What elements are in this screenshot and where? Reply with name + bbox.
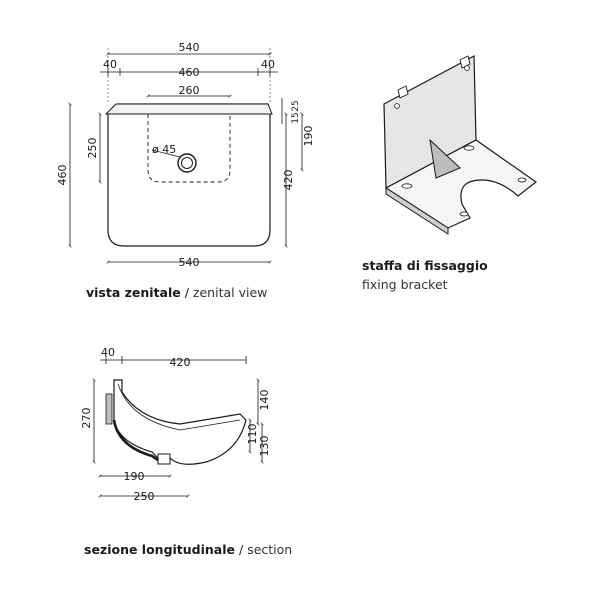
dim-tap-zone: 260 — [179, 84, 200, 97]
dim-section-left-height: 270 — [80, 408, 93, 429]
dim-right-height: 420 — [282, 170, 295, 191]
caption-bracket-it: staffa di fissaggio — [362, 258, 488, 273]
dim-section-top-left: 40 — [101, 346, 115, 359]
section-wall-bracket — [105, 393, 113, 425]
bracket-slot-3 — [517, 177, 527, 183]
dim-left-inner: 250 — [86, 138, 99, 159]
section-drain — [157, 453, 171, 465]
drain-leader — [151, 149, 181, 158]
bracket-tab-mid — [397, 85, 409, 99]
bracket-slot-2 — [463, 145, 475, 151]
caption-section: sezione longitudinale / section — [84, 542, 292, 557]
bracket-hole-2 — [464, 65, 470, 71]
drain-diameter-label: ø 45 — [152, 143, 176, 156]
caption-zenital-it: vista zenitale — [86, 285, 181, 300]
bracket-hole-1 — [394, 103, 400, 109]
basin-section-inner — [117, 383, 241, 431]
caption-bracket-en: fixing bracket — [362, 277, 448, 292]
dim-left-height: 460 — [56, 165, 69, 186]
dim-overall-width: 540 — [179, 41, 200, 54]
bracket-slot-4 — [459, 211, 469, 217]
zenital-view: ø 45 540 40 460 40 260 540 460 250 25 15 — [56, 41, 315, 269]
bracket-front-edge — [385, 187, 449, 235]
dim-section-bottom-a: 190 — [124, 470, 145, 483]
caption-bracket-it-line: staffa di fissaggio — [362, 258, 488, 273]
dim-right-top-a: 25 — [291, 100, 301, 111]
caption-zenital-view: vista zenitale / zenital view — [86, 285, 267, 300]
basin-section-thickness — [112, 419, 159, 462]
bracket-base-plate — [384, 139, 538, 229]
dim-section-right-b: 130 — [258, 436, 271, 457]
caption-section-it: sezione longitudinale — [84, 542, 236, 557]
dim-left-margin: 40 — [103, 58, 117, 71]
bracket-gusset — [429, 138, 461, 179]
drain-hole-inner — [181, 157, 193, 169]
dim-section-right-top: 140 — [258, 390, 271, 411]
caption-section-sep: / — [235, 542, 248, 557]
bracket-slot-1 — [401, 183, 413, 189]
dim-section-right-a: 110 — [246, 424, 259, 445]
dim-right-mid: 190 — [302, 126, 315, 147]
dim-inner-width: 460 — [179, 66, 200, 79]
bracket-tab-top — [459, 55, 471, 69]
basin-outline — [107, 103, 271, 247]
caption-zenital-en: zenital view — [192, 285, 268, 300]
basin-bowl-hidden-line — [147, 114, 231, 183]
section-view: 40 420 270 140 110 130 190 250 — [80, 346, 271, 503]
dim-section-top-width: 420 — [170, 356, 191, 369]
caption-zenital-sep: / — [180, 285, 193, 300]
dim-right-margin: 40 — [261, 58, 275, 71]
dim-right-top-b: 15 — [291, 112, 301, 123]
fixing-bracket — [383, 55, 538, 235]
basin-back-rim — [104, 103, 273, 115]
caption-section-en: section — [247, 542, 293, 557]
dim-bottom-width: 540 — [179, 256, 200, 269]
caption-bracket-en-line: fixing bracket — [362, 277, 448, 292]
basin-section-shell — [113, 379, 247, 465]
dim-section-bottom-b: 250 — [134, 490, 155, 503]
